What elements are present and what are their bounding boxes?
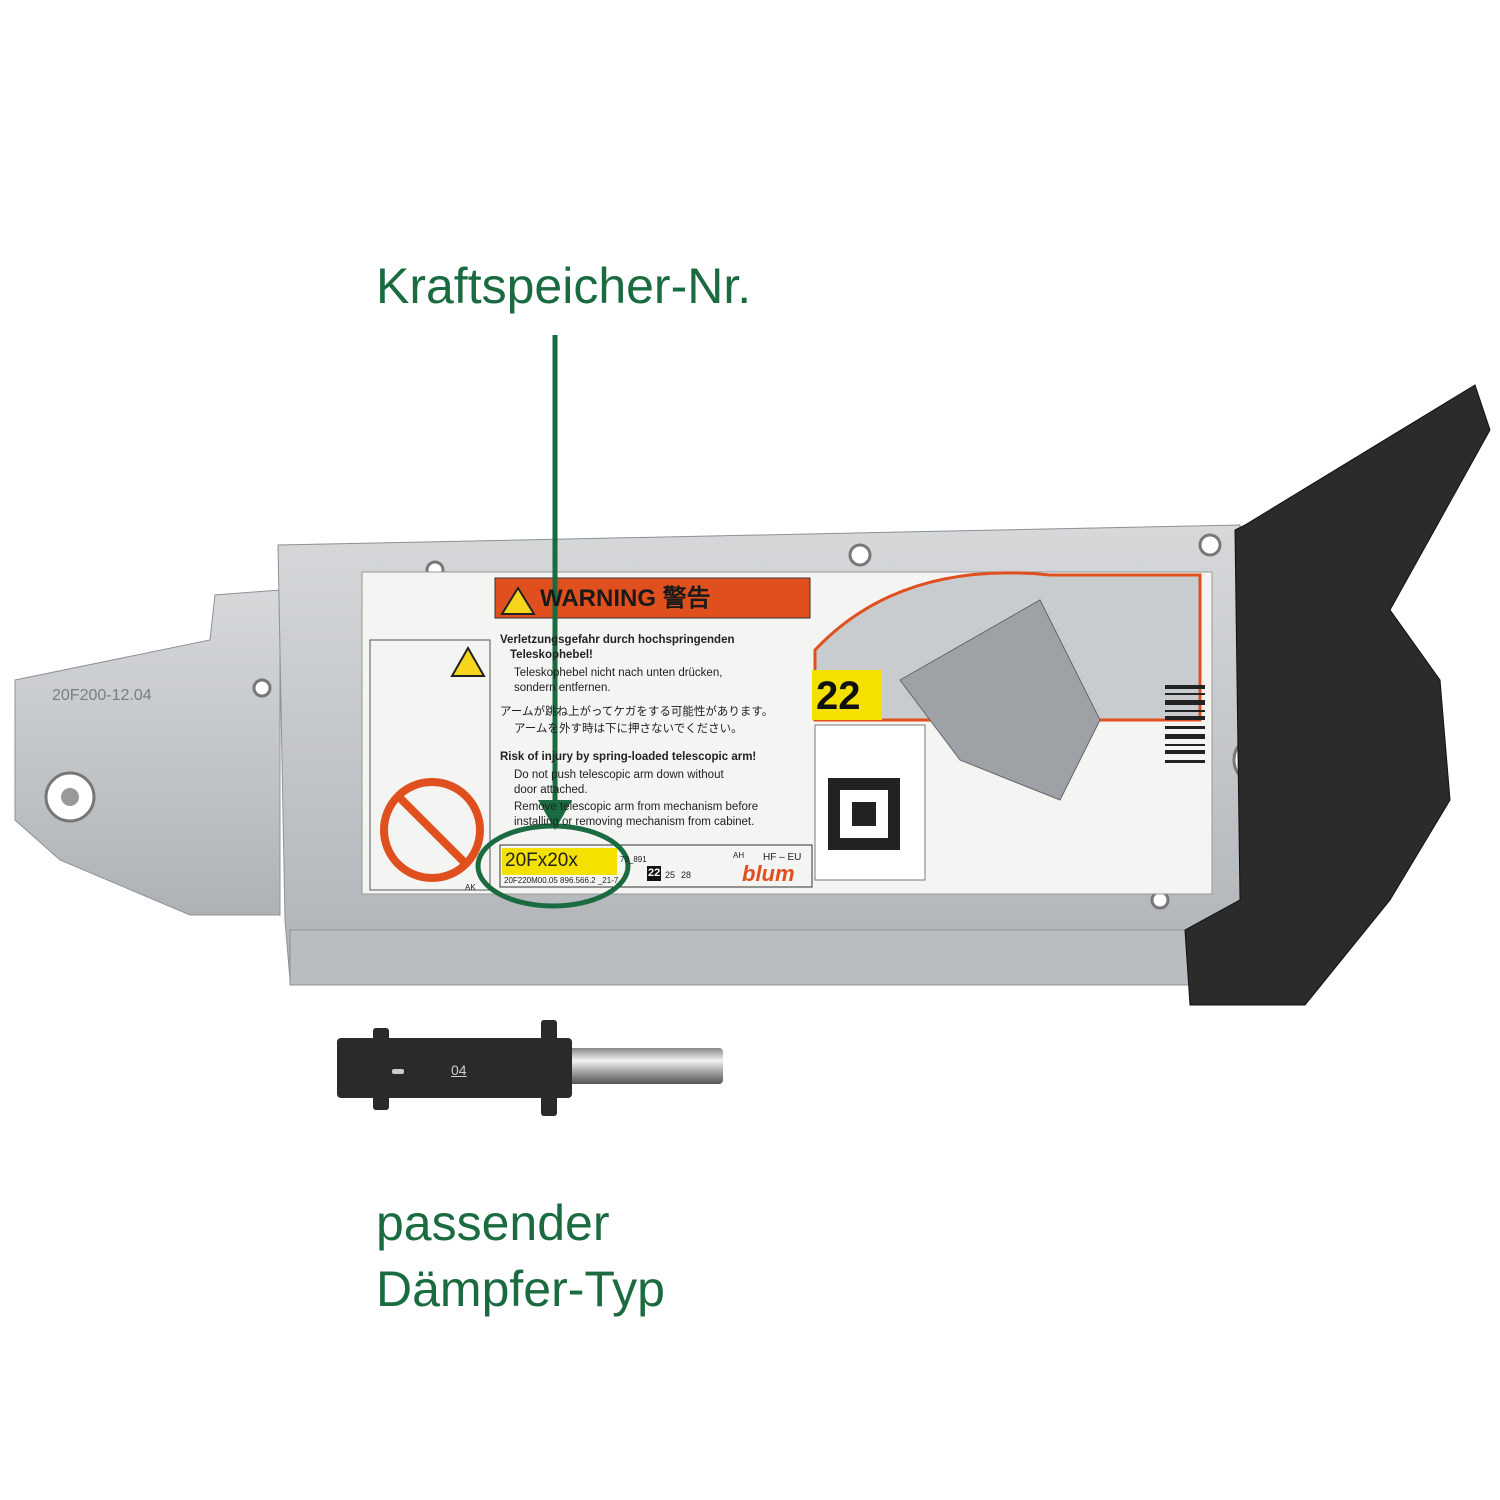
part-info-box [499, 844, 813, 888]
label-text: アームを外す時は下に押さないでください。 [514, 723, 743, 735]
barcode [1165, 685, 1205, 763]
label-text: sondern entfernen. [514, 682, 611, 694]
warning-triangle-icon-small [450, 645, 486, 677]
annotation-daempfer-line2: Dämpfer-Typ [376, 1261, 665, 1317]
label-code: 79_891 [620, 855, 647, 864]
label-ah: AH [733, 851, 745, 860]
pictogram-panel [369, 639, 491, 891]
label-text: door attached. [514, 784, 588, 796]
label-text: installing or removing mechanism from ca… [514, 816, 755, 828]
size-badge: 22 [816, 674, 861, 718]
damper-rod [565, 1048, 723, 1084]
damper-number: 04 [451, 1062, 467, 1078]
label-text: Remove telescopic arm from mechanism bef… [514, 801, 759, 813]
label-ak: AK [465, 883, 476, 892]
arrow-head-icon [538, 800, 572, 830]
size-25: 25 [665, 870, 676, 880]
label-code-line: 20F220M00.05 896.566.2 _21-7 [504, 876, 619, 885]
left-bracket [14, 589, 281, 916]
size-28: 28 [681, 870, 692, 880]
damper-body [337, 1038, 572, 1098]
part-number: 20Fx20x [505, 850, 578, 871]
label-text: Verletzungsgefahr durch hochspringenden [500, 634, 735, 646]
size-22: 22 [647, 866, 662, 881]
annotation-kraftspeicher: Kraftspeicher-Nr. [376, 258, 752, 314]
blum-logo: blum [742, 861, 795, 886]
label-region: HF – EU [763, 852, 802, 863]
label-text: アームが跳ね上がってケガをする可能性があります。 [500, 706, 774, 718]
label-text: Do not push telescopic arm down without [514, 769, 724, 781]
lower-rail [289, 929, 1251, 986]
damper [337, 1020, 723, 1116]
warning-triangle-icon [500, 586, 536, 615]
warning-header: WARNING 警告 [540, 585, 711, 612]
plate-stamp: 20F200-12.04 [52, 687, 152, 704]
label-text: Teleskophebel! [510, 649, 593, 661]
label-text: Teleskophebel nicht nach unten drücken, [514, 667, 723, 679]
annotation-daempfer-line1: passender [376, 1195, 610, 1251]
telescopic-arm-housing [1184, 384, 1491, 1006]
size-badge-bg [812, 670, 882, 720]
telescopic-arm [899, 599, 1101, 801]
label-text: Risk of injury by spring-loaded telescop… [500, 751, 757, 763]
warning-header-bg [494, 577, 811, 619]
prohibited-icon [380, 778, 484, 882]
part-number-bg [502, 848, 617, 875]
